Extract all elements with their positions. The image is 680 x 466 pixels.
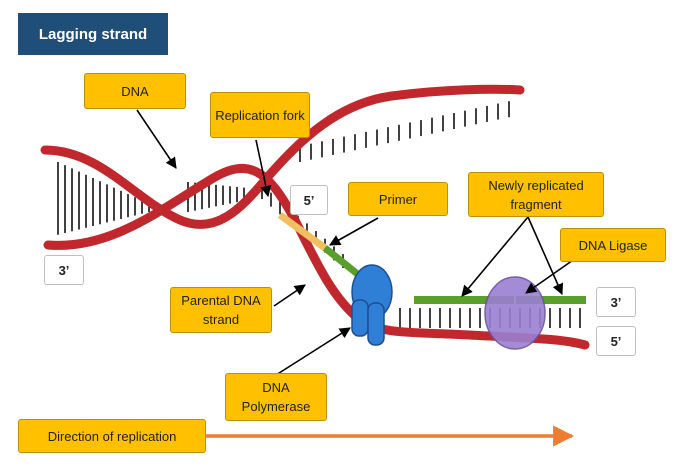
- direction-of-replication-label: Direction of replication: [18, 419, 206, 453]
- primer-label: Primer: [348, 182, 448, 216]
- primer-segment: [277, 212, 328, 251]
- dna-ligase-label: DNA Ligase: [560, 228, 666, 262]
- dna-polymerase-enzyme: [351, 264, 393, 346]
- left-3-prime-end: 3’: [44, 255, 84, 285]
- fragment-pointer-left: [461, 216, 529, 297]
- new-fragment-right: [516, 296, 586, 304]
- dna-label: DNA: [84, 73, 186, 109]
- dna-polymerase-label: DNA Polymerase: [225, 373, 327, 421]
- dna-ligase-enzyme: [484, 276, 546, 350]
- pointer-arrows: [136, 109, 577, 376]
- fork-5-prime-end: 5’: [290, 185, 328, 215]
- fragment-pointer-right: [527, 216, 564, 296]
- primer-pointer: [329, 217, 379, 246]
- primer-extension: [322, 245, 363, 279]
- new-fragment-left: [414, 296, 514, 304]
- dna-strand-lower: [43, 164, 590, 350]
- right-5-prime-end: 5’: [596, 326, 636, 356]
- parental-dna-strand-label: Parental DNA strand: [170, 287, 272, 333]
- polymerase-pointer: [275, 327, 351, 376]
- right-3-prime-end: 3’: [596, 287, 636, 317]
- parental-pointer: [273, 284, 306, 307]
- ligase-pointer: [525, 257, 577, 294]
- replication-fork-label: Replication fork: [210, 92, 310, 138]
- newly-replicated-fragment-label: Newly replicated fragment: [468, 172, 604, 217]
- fork-pointer: [255, 139, 272, 198]
- page-title: Lagging strand: [18, 13, 168, 55]
- dna-pointer: [136, 109, 177, 169]
